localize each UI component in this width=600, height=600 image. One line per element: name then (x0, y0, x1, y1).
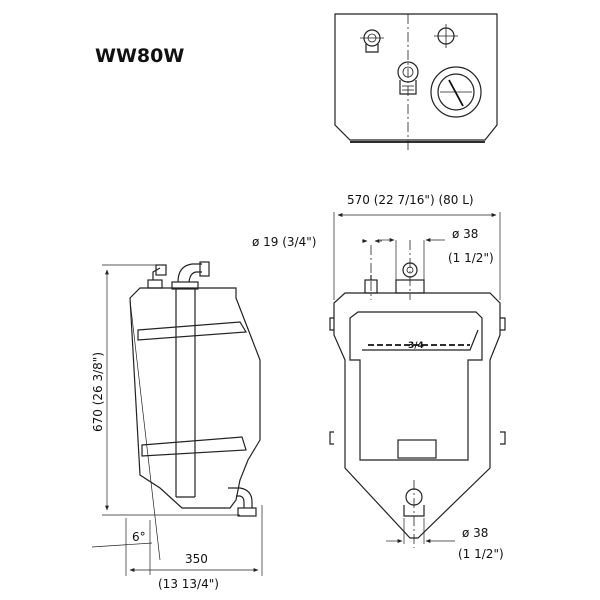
depth-label: 350 (185, 552, 208, 566)
model-title: WW80W (95, 45, 184, 67)
front-view: 570 (22 7/16") (80 L) 3/4 ø 19 (3/4") (252, 193, 506, 561)
depth-inch-label: (13 13/4") (158, 577, 219, 591)
outlet-bottom-inch-label: (1 1/2") (458, 547, 504, 561)
outlet-bottom-size-label: ø 38 (462, 526, 488, 540)
side-view: 6° 670 (26 3/8") 350 (13 13/4") (91, 261, 263, 591)
outlet-top-inch-label: (1 1/2") (448, 251, 494, 265)
angle-label: 6° (132, 530, 146, 544)
outlet-top-size-label: ø 38 (452, 227, 478, 241)
fill-mark-label: 3/4 (408, 341, 424, 351)
width-label: 570 (22 7/16") (80 L) (347, 193, 474, 207)
height-label: 670 (26 3/8") (91, 352, 105, 432)
top-view (334, 13, 498, 150)
inlet-small-label: ø 19 (3/4") (252, 235, 316, 249)
